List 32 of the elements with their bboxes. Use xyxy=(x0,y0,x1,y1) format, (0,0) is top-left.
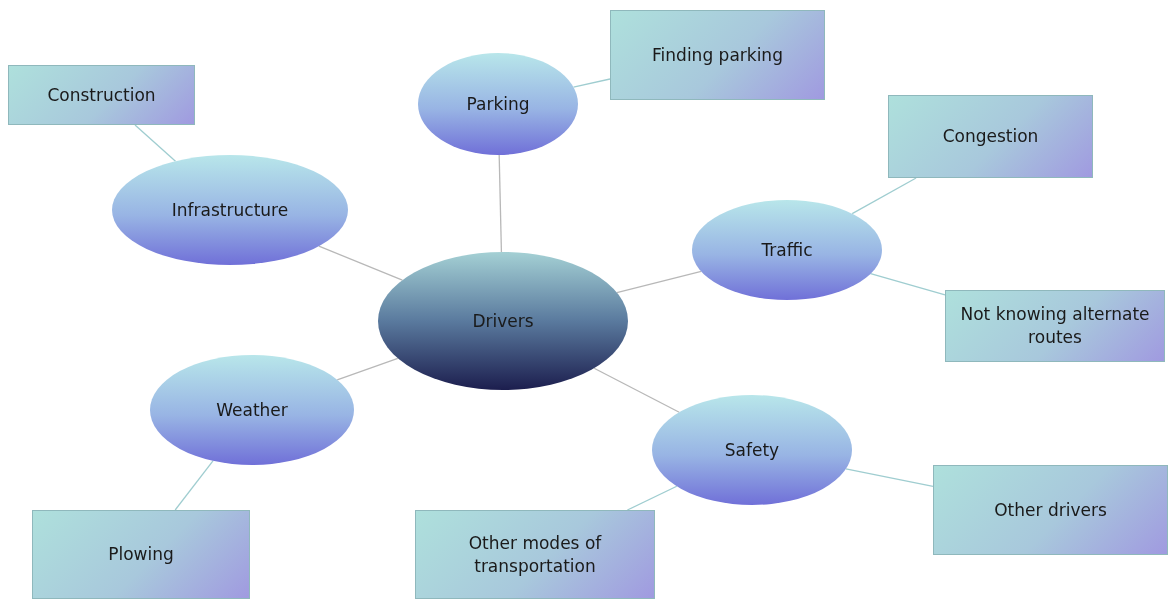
note-box xyxy=(933,465,1168,555)
connector-line xyxy=(318,245,403,281)
note-box xyxy=(32,510,250,599)
connector-line xyxy=(616,270,702,294)
node-label: Drivers xyxy=(471,309,535,333)
connector-line xyxy=(572,78,611,88)
note-box xyxy=(415,510,655,599)
connector-line xyxy=(870,273,946,296)
connector-line xyxy=(845,468,934,488)
node-label: Weather xyxy=(215,398,289,422)
note-box xyxy=(610,10,825,100)
node-label: Other modes of transportation xyxy=(467,531,603,578)
node-label: Safety xyxy=(723,438,781,462)
connector-line xyxy=(593,367,680,413)
connector-line xyxy=(851,177,917,215)
node-label: Plowing xyxy=(107,543,175,566)
node-label: Not knowing alternate routes xyxy=(959,303,1151,349)
node-label: Other drivers xyxy=(993,498,1108,522)
node-label: Finding parking xyxy=(651,43,784,67)
note-box xyxy=(945,290,1165,362)
connector-line xyxy=(626,485,678,511)
node-label: Construction xyxy=(46,83,157,107)
connector-line xyxy=(336,357,399,381)
connector-line xyxy=(498,154,503,253)
node-label: Congestion xyxy=(941,125,1040,148)
note-box xyxy=(8,65,195,125)
node-label: Traffic xyxy=(760,238,814,262)
node-label: Infrastructure xyxy=(170,198,290,222)
connector-line xyxy=(134,124,177,162)
note-box xyxy=(888,95,1093,178)
node-label: Parking xyxy=(465,92,531,116)
connector-line xyxy=(174,460,214,511)
